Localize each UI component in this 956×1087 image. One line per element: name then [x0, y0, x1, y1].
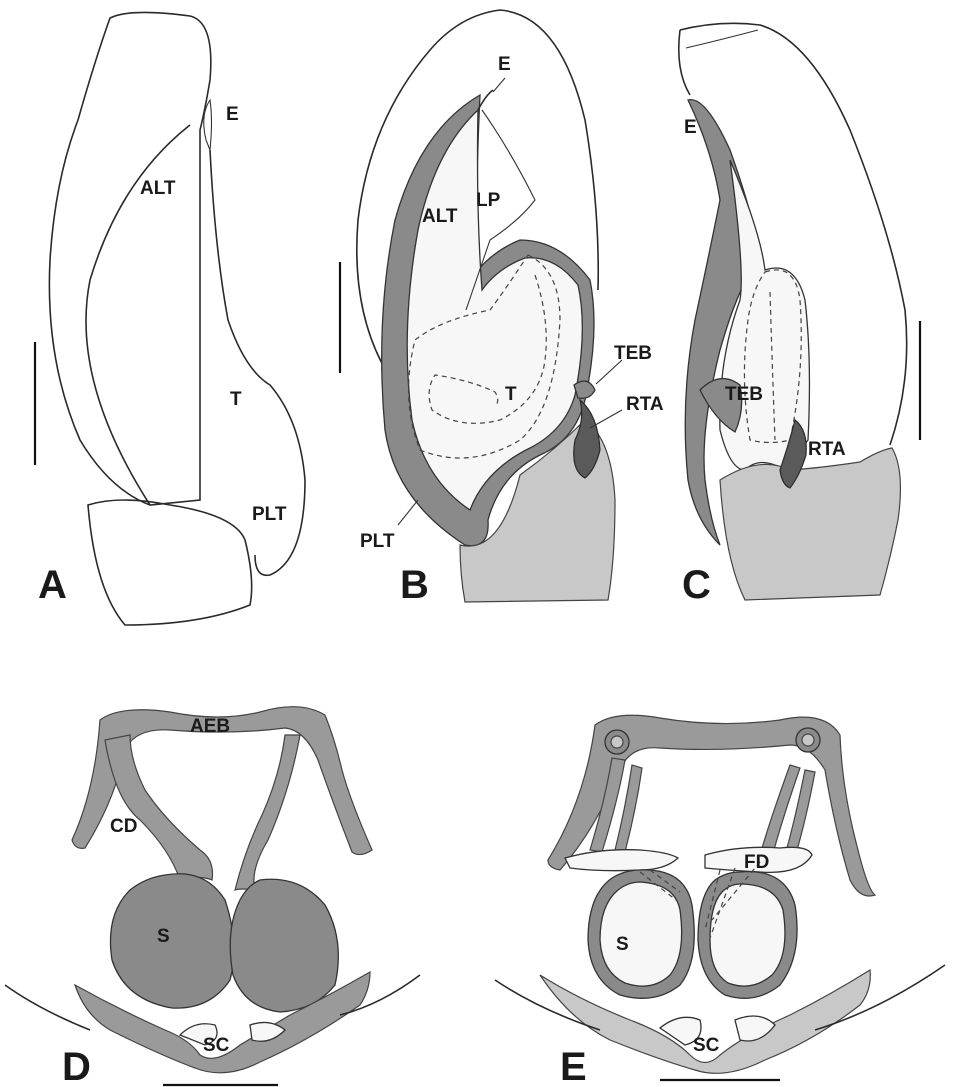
panel-e-fertilization-duct-left [565, 850, 678, 871]
panel-e-copulatory-duct-right [760, 765, 815, 857]
panel-e: FD S SC E [495, 715, 945, 1087]
label-c-rta: RTA [808, 439, 846, 460]
panel-e-right-pit-inner [802, 734, 814, 746]
panel-letter-a: A [38, 563, 67, 607]
panel-a-cymbium-outline [49, 12, 210, 505]
panel-letter-b: B [400, 563, 429, 607]
label-d-s: S [157, 926, 170, 947]
panel-letter-d: D [62, 1045, 91, 1087]
panel-letter-c: C [682, 563, 711, 607]
label-a-plt: PLT [252, 504, 287, 525]
label-a-alt: ALT [140, 178, 176, 199]
label-b-alt: ALT [422, 206, 458, 227]
panel-d-spermatheca-left [110, 874, 234, 1008]
panel-b-teb [574, 381, 595, 398]
panel-d: AEB CD S SC D [5, 707, 420, 1087]
label-d-sc: SC [203, 1035, 230, 1056]
panel-a: E ALT T PLT A [35, 12, 305, 625]
panel-c-cymbium-top-inner [686, 30, 758, 48]
panel-d-copulatory-duct-left [105, 735, 213, 880]
label-c-e: E [684, 117, 697, 138]
label-e-sc: SC [693, 1035, 720, 1056]
label-e-s: S [616, 934, 629, 955]
label-a-t: T [230, 389, 242, 410]
label-d-cd: CD [110, 816, 137, 837]
label-b-lp: LP [476, 190, 501, 211]
panel-c-cymbium-top [679, 30, 690, 95]
panel-b-plt-leader [398, 500, 418, 525]
label-a-e: E [226, 104, 239, 125]
panel-b: E ALT LP TEB T RTA PLT B [340, 10, 664, 607]
label-b-t: T [505, 384, 517, 405]
label-b-e: E [498, 54, 511, 75]
panel-e-sclerite [540, 970, 870, 1073]
panel-e-spermatheca-left-lumen [600, 882, 682, 986]
panel-d-spermatheca-right [230, 879, 338, 1012]
panel-b-rta-leader [590, 410, 622, 428]
panel-a-bulb-base [88, 500, 252, 625]
label-b-plt: PLT [360, 531, 395, 552]
label-c-teb: TEB [725, 384, 763, 405]
label-e-fd: FD [744, 852, 769, 873]
label-d-aeb: AEB [190, 716, 230, 737]
panel-d-copulatory-duct-right [235, 735, 300, 890]
panel-b-e-leader [493, 78, 505, 92]
panel-c: E TEB RTA C [679, 23, 920, 607]
panel-c-bulb-base [720, 448, 900, 600]
label-b-teb: TEB [614, 343, 652, 364]
label-b-rta: RTA [626, 394, 664, 415]
panel-e-spermatheca-right-lumen [710, 884, 785, 986]
panel-letter-e: E [560, 1045, 587, 1087]
panel-e-left-pit-inner [611, 736, 623, 748]
